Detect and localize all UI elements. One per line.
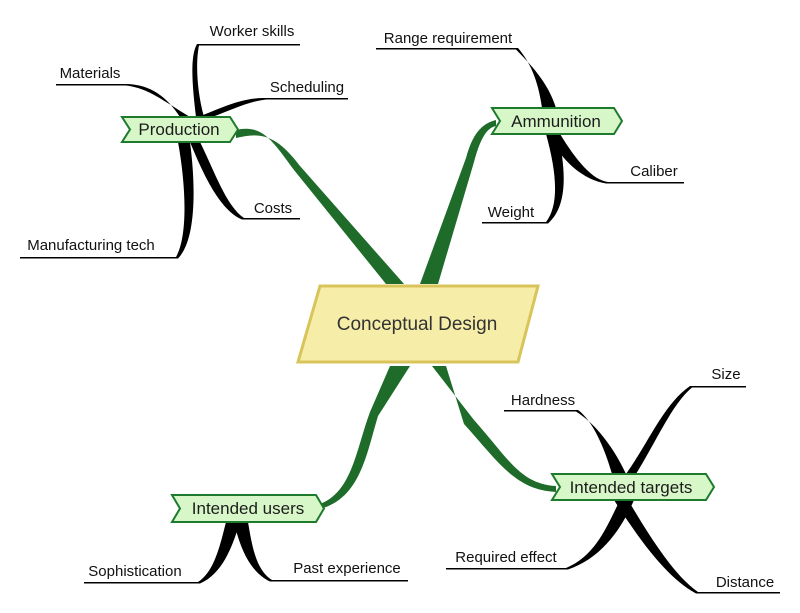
production-leaves <box>20 44 348 259</box>
leaf-connector-distance <box>614 500 780 594</box>
leaf-distance[interactable]: Distance <box>716 574 774 591</box>
branch-intended-targets-shape <box>550 473 716 501</box>
ammunition-leaves <box>376 48 684 224</box>
central-topic-label: Conceptual Design <box>337 314 498 335</box>
central-topic[interactable]: Conceptual Design <box>296 284 540 364</box>
leaf-size[interactable]: Size <box>711 366 740 383</box>
leaf-sophistication[interactable]: Sophistication <box>88 563 181 580</box>
leaf-costs[interactable]: Costs <box>254 200 292 217</box>
link-intended-targets <box>432 366 556 492</box>
branch-ammunition-label: Ammunition <box>511 112 601 131</box>
link-intended-users <box>320 366 410 509</box>
leaf-connector-costs <box>190 142 300 220</box>
leaf-scheduling[interactable]: Scheduling <box>270 79 344 96</box>
leaf-connector-hardness <box>504 410 626 474</box>
branch-ammunition-shape <box>490 107 624 135</box>
leaf-range-requirement[interactable]: Range requirement <box>384 30 513 47</box>
leaf-required-effect[interactable]: Required effect <box>455 549 557 566</box>
leaf-connector-range-requirement <box>376 48 556 108</box>
branch-production[interactable]: Production <box>120 116 240 143</box>
branch-intended-targets-label: Intended targets <box>570 478 693 497</box>
central-links <box>236 120 556 509</box>
leaf-worker-skills[interactable]: Worker skills <box>210 23 295 40</box>
central-topic-shape <box>296 284 540 364</box>
branch-intended-users-shape <box>170 494 326 523</box>
leaf-connector-materials <box>56 84 190 117</box>
leaf-connector-weight <box>482 134 564 224</box>
leaf-materials[interactable]: Materials <box>60 65 121 82</box>
leaf-connector-size <box>626 386 746 474</box>
branch-intended-users[interactable]: Intended users <box>170 494 326 523</box>
link-ammunition <box>420 120 496 284</box>
leaf-labels: Worker skills Materials Scheduling Costs… <box>27 23 774 591</box>
branch-intended-targets[interactable]: Intended targets <box>550 473 716 501</box>
leaf-caliber[interactable]: Caliber <box>630 163 678 180</box>
branch-production-shape <box>120 116 240 143</box>
leaf-hardness[interactable]: Hardness <box>511 392 575 409</box>
leaf-weight[interactable]: Weight <box>488 204 535 221</box>
intended-targets-leaves <box>446 386 780 594</box>
leaf-connector-caliber <box>548 134 684 184</box>
link-production <box>236 128 404 284</box>
branch-production-label: Production <box>138 120 219 139</box>
branch-ammunition[interactable]: Ammunition <box>490 107 624 135</box>
branch-intended-users-label: Intended users <box>192 499 304 518</box>
leaf-manufacturing-tech[interactable]: Manufacturing tech <box>27 237 155 254</box>
leaf-past-experience[interactable]: Past experience <box>293 560 401 577</box>
leaf-connector-scheduling <box>198 98 348 117</box>
